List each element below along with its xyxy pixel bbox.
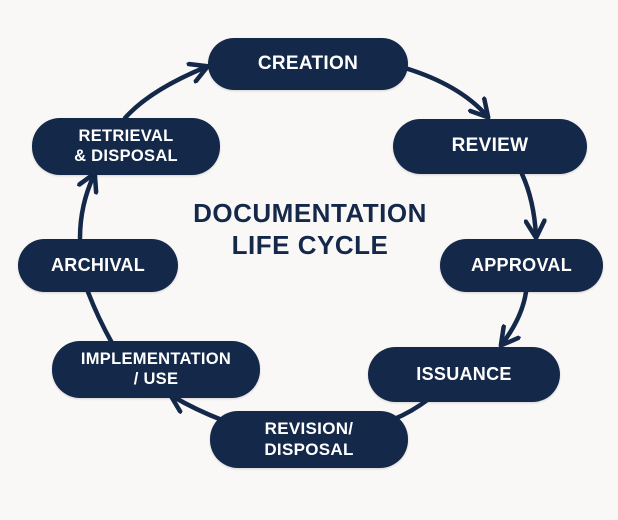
stage-approval-label: APPROVAL [470, 254, 573, 275]
stage-review: REVIEW [393, 119, 587, 174]
arrow-creation-to-review [402, 65, 487, 116]
stage-revision-disposal: REVISION/ DISPOSAL [210, 411, 408, 468]
stage-issuance: ISSUANCE [368, 347, 560, 402]
stage-implementation-use: IMPLEMENTATION / USE [52, 341, 260, 398]
diagram-title: DOCUMENTATION LIFE CYCLE [193, 198, 427, 260]
stage-archival: ARCHIVAL [18, 239, 178, 292]
stage-revision-disposal-label: REVISION/ DISPOSAL [264, 419, 354, 459]
stage-retrieval-disposal-label: RETRIEVAL & DISPOSAL [74, 127, 178, 165]
stage-creation: CREATION [208, 38, 408, 90]
arrow-retrieval-to-creation [122, 67, 206, 121]
stage-retrieval-disposal: RETRIEVAL & DISPOSAL [32, 118, 220, 175]
arrow-archival-to-retrieval [80, 175, 94, 241]
stage-issuance-label: ISSUANCE [416, 363, 512, 384]
stage-approval: APPROVAL [440, 239, 603, 292]
arrow-review-to-approval [519, 171, 536, 236]
stage-implementation-use-label: IMPLEMENTATION / USE [80, 350, 232, 388]
arrow-revision-to-implementation [172, 396, 225, 423]
stage-archival-label: ARCHIVAL [50, 254, 146, 275]
arrow-approval-to-issuance [502, 289, 529, 344]
stage-creation-label: CREATION [257, 52, 359, 74]
connector-implementation-to-archival [85, 289, 115, 346]
stage-review-label: REVIEW [451, 135, 529, 157]
